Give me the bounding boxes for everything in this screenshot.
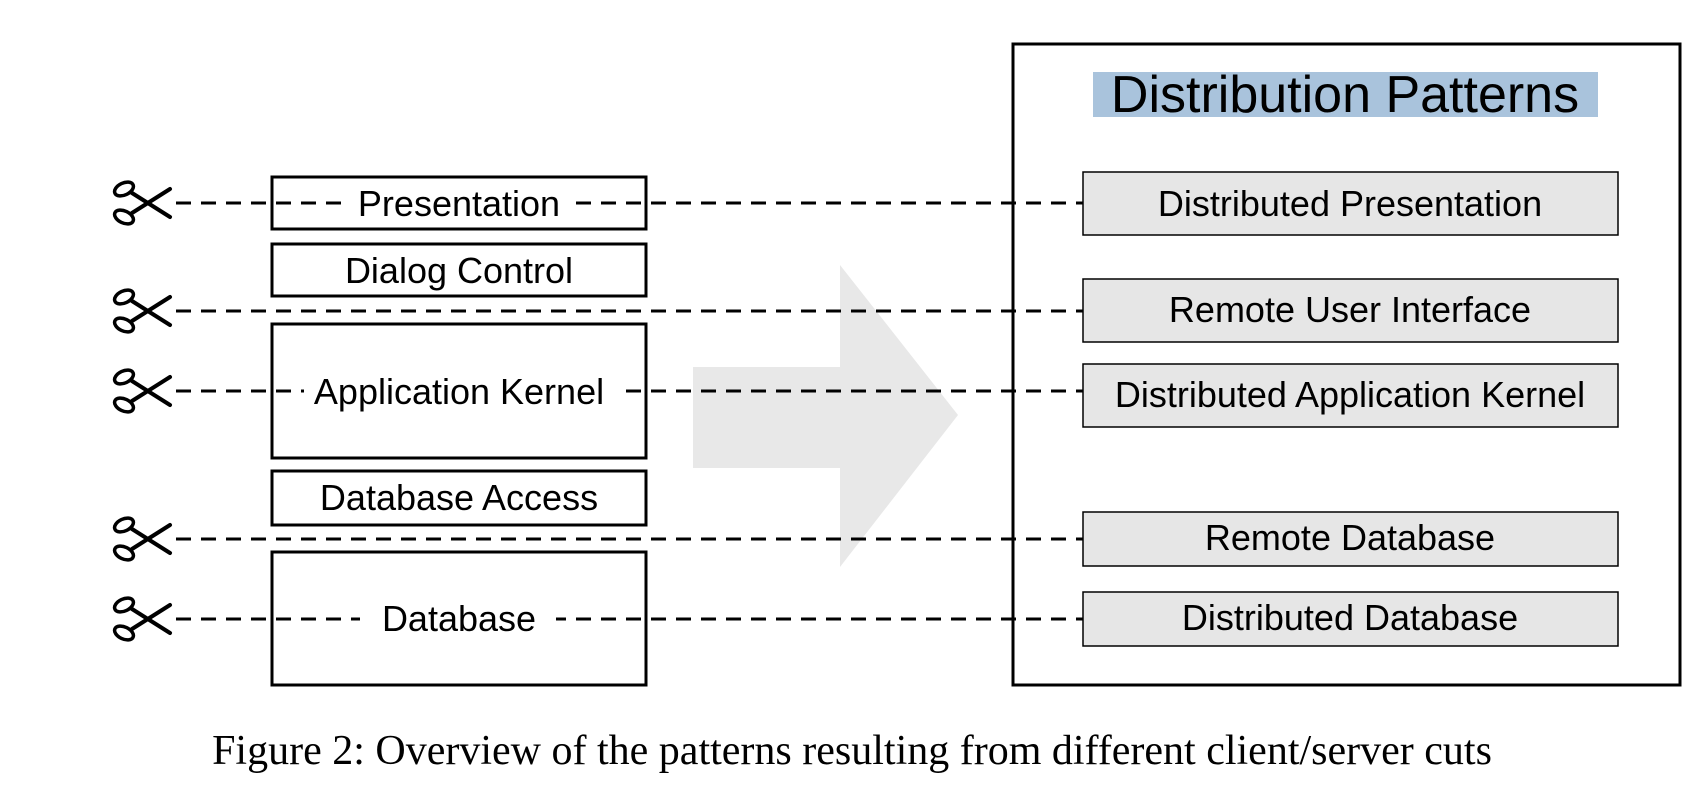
pattern-label-distributed-presentation: Distributed Presentation — [1158, 183, 1542, 224]
pattern-box-distributed-application-kernel — [1082, 363, 1619, 428]
layer-label-database-access: Database Access — [320, 477, 598, 518]
panel-title: Distribution Patterns — [1111, 66, 1579, 124]
pattern-label-remote-database: Remote Database — [1205, 517, 1495, 558]
scissors-icon — [110, 593, 172, 645]
distribution-patterns-panel — [1011, 42, 1682, 687]
pattern-box-distributed-presentation — [1082, 171, 1619, 236]
layer-label-presentation: Presentation — [358, 183, 560, 224]
layer-box-dialog-control — [270, 242, 648, 298]
pattern-box-remote-database — [1082, 511, 1619, 567]
layer-box-database-access — [270, 469, 648, 527]
figure-caption: Figure 2: Overview of the patterns resul… — [212, 728, 1492, 774]
pattern-label-distributed-application-kernel: Distributed Application Kernel — [1115, 374, 1585, 415]
label-mask-presentation — [350, 183, 572, 221]
scissors-icon — [110, 285, 172, 337]
scissors-icon — [110, 365, 172, 417]
pattern-box-remote-user-interface — [1082, 278, 1619, 343]
scissors-icon — [110, 177, 172, 229]
pattern-box-distributed-database — [1082, 591, 1619, 647]
layer-label-dialog-control: Dialog Control — [345, 250, 573, 291]
label-mask-database — [360, 599, 556, 637]
label-mask-application-kernel — [304, 371, 616, 409]
scissors-icon — [110, 513, 172, 565]
client-server-cuts-diagram: Distribution Patterns Presentation Dialo… — [110, 42, 1682, 687]
pattern-label-remote-user-interface: Remote User Interface — [1169, 289, 1531, 330]
layer-label-application-kernel: Application Kernel — [314, 371, 604, 412]
layer-label-database: Database — [382, 598, 536, 639]
transition-arrow — [693, 265, 958, 567]
pattern-label-distributed-database: Distributed Database — [1182, 597, 1518, 638]
panel-title-highlight — [1093, 72, 1598, 117]
